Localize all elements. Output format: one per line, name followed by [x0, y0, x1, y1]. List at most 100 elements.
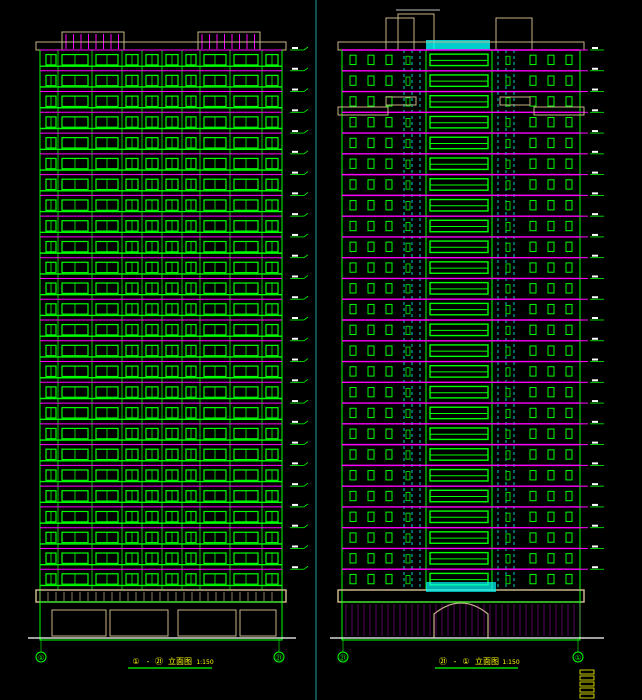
level-text — [292, 358, 298, 361]
caption-axis-left: ㉑ — [439, 657, 447, 666]
window — [349, 366, 357, 377]
level-text — [292, 317, 298, 319]
balcony-band — [385, 96, 417, 106]
window — [385, 262, 393, 273]
stair-window — [405, 367, 411, 377]
core-balcony — [429, 468, 489, 482]
window — [529, 470, 537, 481]
level-text — [592, 47, 598, 49]
window — [367, 345, 375, 356]
window — [529, 449, 537, 460]
stair-window — [505, 180, 511, 190]
window — [367, 75, 375, 86]
window — [367, 220, 375, 232]
window — [349, 75, 357, 86]
stair-window — [405, 325, 411, 335]
core-balcony — [429, 94, 489, 108]
window — [367, 54, 375, 66]
window — [349, 553, 357, 564]
level-text — [592, 150, 598, 153]
level-marker-tick — [303, 337, 309, 342]
level-text — [292, 462, 298, 465]
window — [529, 407, 537, 419]
level-marker-tick — [303, 233, 309, 238]
core-balcony — [429, 344, 489, 358]
stair-window — [405, 471, 411, 481]
core-balcony — [429, 385, 489, 399]
entrance-canopy — [426, 582, 496, 592]
stair-window — [505, 408, 511, 419]
window — [349, 490, 357, 502]
level-text — [292, 192, 298, 195]
base-opening — [109, 609, 169, 637]
level-marker-tick — [303, 441, 309, 445]
stair-window — [505, 346, 511, 356]
window — [385, 303, 393, 315]
level-text — [592, 524, 598, 527]
level-text — [592, 420, 598, 423]
axis-label-start: ① — [38, 654, 44, 662]
window — [385, 553, 393, 564]
level-text — [592, 233, 598, 236]
level-text — [592, 545, 598, 548]
base-opening — [51, 609, 107, 637]
window — [529, 490, 537, 502]
window — [547, 366, 555, 377]
stair-window — [405, 97, 411, 107]
window — [349, 407, 357, 419]
window — [547, 137, 555, 149]
caption-dash: - — [147, 657, 150, 666]
core-balcony — [429, 240, 489, 254]
stair-window — [505, 76, 511, 86]
stair-window — [505, 221, 511, 232]
level-marker-tick — [303, 358, 309, 362]
window — [349, 428, 357, 439]
window — [385, 179, 393, 190]
window — [565, 345, 573, 356]
stair-window — [505, 429, 511, 439]
stair-window — [405, 388, 411, 398]
window — [565, 179, 573, 190]
window — [367, 366, 375, 377]
core-balcony — [429, 510, 489, 524]
window — [565, 117, 573, 128]
stair-window — [405, 512, 411, 522]
window — [529, 345, 537, 356]
window — [367, 449, 375, 460]
window — [547, 573, 555, 585]
window — [565, 158, 573, 169]
balcony-band — [533, 106, 585, 116]
level-marker-tick — [303, 565, 309, 570]
window — [547, 54, 555, 66]
window — [349, 345, 357, 356]
core-balcony — [429, 406, 489, 420]
level-marker-tick — [303, 399, 309, 404]
stair-window — [505, 491, 511, 502]
level-text — [292, 275, 298, 278]
window — [385, 387, 393, 398]
caption-axis-left: ① — [132, 657, 139, 666]
window — [529, 387, 537, 398]
core-balcony — [429, 551, 489, 565]
right-elevation-caption: ㉑ ① ㉑ - ① 立面图 1:150 — [337, 651, 584, 669]
window — [349, 449, 357, 460]
stair-window — [405, 305, 411, 315]
window — [349, 573, 357, 585]
level-marker-tick — [303, 275, 309, 279]
window — [367, 573, 375, 585]
window — [385, 220, 393, 232]
window — [547, 470, 555, 481]
level-text — [592, 379, 598, 382]
window — [349, 117, 357, 128]
window — [565, 241, 573, 252]
window — [547, 407, 555, 419]
level-marker-tick — [303, 212, 309, 217]
window — [565, 303, 573, 315]
core-balcony — [429, 74, 489, 88]
level-marker-tick — [303, 171, 309, 175]
window — [367, 387, 375, 398]
stair-window — [505, 305, 511, 315]
level-marker-tick — [303, 108, 309, 113]
core-balcony — [429, 198, 489, 212]
